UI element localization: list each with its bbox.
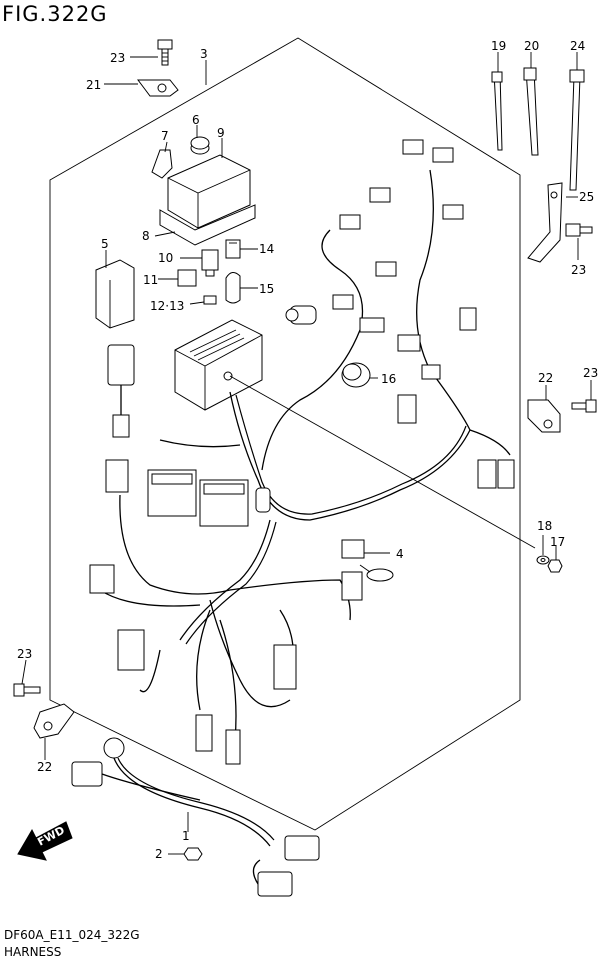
callout-23-left: 23 [17,647,32,661]
junction-box [174,319,263,411]
callout-11: 11 [143,273,158,287]
relay-11 [177,269,197,287]
callout-14: 14 [259,242,274,256]
bracket-5 [95,259,135,329]
callout-23-right: 23 [571,263,586,277]
callout-10: 10 [158,251,173,265]
connector-block-left [105,344,135,493]
large-connectors [147,469,271,527]
callout-23-right-lower: 23 [583,366,598,380]
connector-4 [341,539,394,601]
callout-3: 3 [200,47,208,61]
callout-15: 15 [259,282,274,296]
callout-16: 16 [381,372,396,386]
callout-8: 8 [142,229,150,243]
connector-cluster-upper-right [332,139,515,489]
figure-name: HARNESS [4,945,62,959]
callout-25: 25 [579,190,594,204]
bolt-23-left [13,683,41,697]
washer-18 [536,555,550,565]
fuse-12-13 [203,295,217,305]
fuse-box-base-8 [159,204,256,246]
bolt-23-right [565,223,593,237]
clip-7 [151,149,173,179]
fuse-cap-15 [225,272,241,304]
callout-labels: 1 2 3 4 5 6 7 8 9 10 11 12·13 14 15 16 1… [17,39,598,861]
callout-4: 4 [396,547,404,561]
cable-tie-24 [569,69,585,191]
bracket-25 [527,182,563,263]
harness-1 [71,737,320,897]
callout-22-left: 22 [37,760,52,774]
grommet-6 [190,136,210,155]
relay-14 [225,239,241,259]
callout-9: 9 [217,126,225,140]
clamp-22-left [33,703,75,739]
clamp-22-right [527,399,561,433]
callout-5: 5 [101,237,109,251]
lower-connectors [89,564,297,765]
sensor-cylinder [285,305,317,325]
forward-arrow-icon: FWD [17,821,73,861]
fuse-box-cover-9 [167,154,251,229]
main-harness-wires [99,169,511,741]
callout-19: 19 [491,39,506,53]
bolt-23-top [157,39,173,66]
callout-22-right: 22 [538,371,553,385]
figure-model-code: DF60A_E11_024_322G [4,928,140,942]
callout-20: 20 [524,39,539,53]
relay-10 [201,249,219,277]
nut-17 [547,559,563,573]
buzzer-16 [341,362,371,388]
callout-23-top: 23 [110,51,125,65]
cable-tie-20 [523,67,539,156]
figure-title: FIG.322G [2,2,108,26]
cable-tie-19 [491,71,503,151]
bolt-23-right-lower [571,399,597,413]
callout-24: 24 [570,39,585,53]
callout-1: 1 [182,829,190,843]
nut-2 [183,847,203,861]
callout-17: 17 [550,535,565,549]
clamp-21 [137,79,179,97]
callout-12-13: 12·13 [150,299,184,313]
callout-18: 18 [537,519,552,533]
leader-line-17-18 [229,375,536,549]
callout-6: 6 [192,113,200,127]
callout-7: 7 [161,129,169,143]
assembly-boundary [49,37,521,831]
callout-2: 2 [155,847,163,861]
callout-21: 21 [86,78,101,92]
